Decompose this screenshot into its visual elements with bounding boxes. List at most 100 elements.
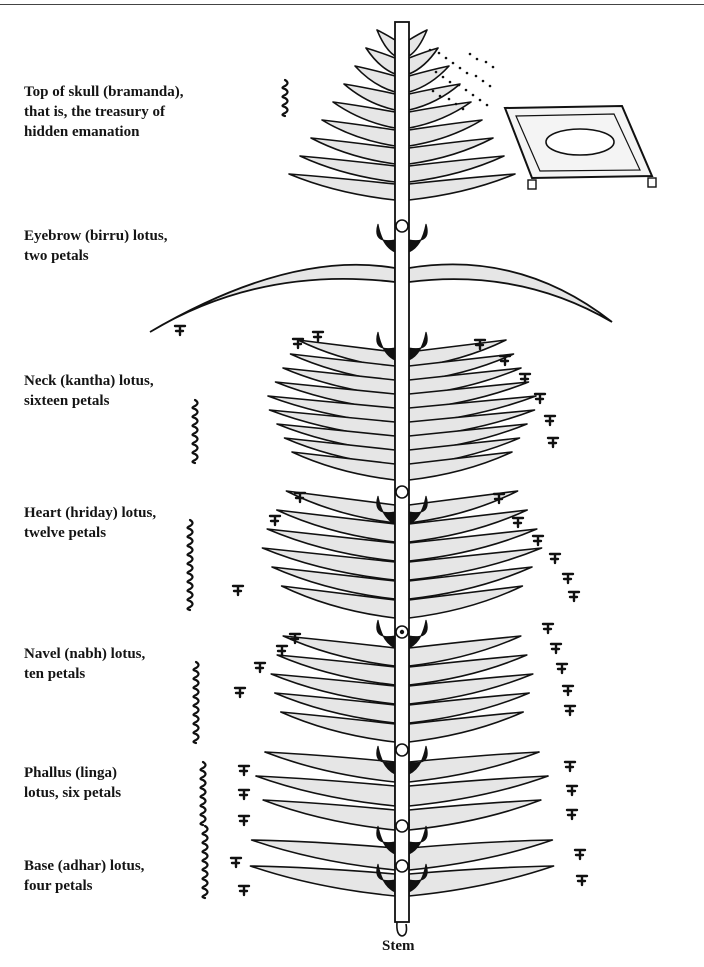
label-line: Phallus (linga) (24, 763, 121, 783)
stipple-dot (448, 98, 451, 101)
base-petal-left (250, 866, 395, 896)
syllable-mark (239, 816, 249, 825)
stipple-dot (429, 49, 432, 52)
label-base: Base (adhar) lotus, four petals (24, 856, 144, 896)
syllable-mark (543, 624, 553, 633)
syllable-mark (569, 592, 579, 601)
syllable-mark (565, 762, 575, 771)
stipple-dot (435, 71, 438, 74)
stem-node (396, 744, 408, 756)
base-petal-right (409, 840, 552, 870)
script-mark (194, 662, 199, 743)
stem-node (396, 860, 408, 872)
syllable-mark (533, 536, 543, 545)
stipple-dot (482, 80, 485, 83)
label-top-of-skull: Top of skull (bramanda), that is, the tr… (24, 82, 184, 142)
label-heart: Heart (hriday) lotus, twelve petals (24, 503, 156, 543)
stem-root (397, 922, 407, 936)
stipple-dot (458, 84, 461, 87)
stipple-dot (442, 76, 445, 79)
stipple-dot (472, 94, 475, 97)
stipple-dot (476, 58, 479, 61)
stipple-dot (462, 108, 465, 111)
syllable-mark (548, 438, 558, 447)
label-eyebrow: Eyebrow (birru) lotus, two petals (24, 226, 167, 266)
stipple-dot (479, 99, 482, 102)
stem-node (396, 486, 408, 498)
stipple-dot (445, 57, 448, 60)
syllable-mark (175, 326, 185, 335)
stipple-dot (466, 72, 469, 75)
syllable-mark (255, 663, 265, 672)
syllable-mark (551, 644, 561, 653)
label-line: hidden emanation (24, 122, 184, 142)
stipple-dot (449, 81, 452, 84)
stipple-dot (459, 67, 462, 70)
stipple-dot (485, 61, 488, 64)
syllable-mark (239, 886, 249, 895)
syllable-mark (563, 686, 573, 695)
stem (395, 22, 409, 922)
script-mark (201, 762, 206, 825)
base-petal-left (252, 840, 395, 870)
syllable-mark (557, 664, 567, 673)
syllable-mark (567, 786, 577, 795)
syllable-mark (235, 688, 245, 697)
label-line: two petals (24, 246, 167, 266)
base-petal-right (409, 866, 554, 896)
stipple-dot (492, 66, 495, 69)
label-line: lotus, six petals (24, 783, 121, 803)
syllable-mark (567, 810, 577, 819)
syllable-mark (535, 394, 545, 403)
label-line: ten petals (24, 664, 145, 684)
label-line: Heart (hriday) lotus, (24, 503, 156, 523)
label-line: Eyebrow (birru) lotus, (24, 226, 167, 246)
syllable-mark (575, 850, 585, 859)
syllable-mark (513, 518, 523, 527)
syllable-mark (233, 586, 243, 595)
stipple-dot (469, 53, 472, 56)
platform-oval (546, 129, 614, 155)
syllable-mark (545, 416, 555, 425)
syllable-mark (277, 646, 287, 655)
stipple-dot (452, 62, 455, 65)
eyebrow-petal-right (409, 264, 612, 322)
stipple-dot (486, 104, 489, 107)
platform-leg (648, 178, 656, 187)
stipple-dot (432, 90, 435, 93)
sepal-right (409, 224, 427, 252)
syllable-mark (550, 554, 560, 563)
syllable-mark (270, 516, 280, 525)
label-line: Navel (nabh) lotus, (24, 644, 145, 664)
syllable-mark (231, 858, 241, 867)
stipple-dot (439, 95, 442, 98)
sepal-right (409, 620, 427, 648)
syllable-mark (565, 706, 575, 715)
label-line: Base (adhar) lotus, (24, 856, 144, 876)
label-navel: Navel (nabh) lotus, ten petals (24, 644, 145, 684)
stipple-dot (455, 103, 458, 106)
syllable-mark (563, 574, 573, 583)
sepal-left (377, 224, 395, 252)
label-line: Neck (kantha) lotus, (24, 371, 154, 391)
label-phallus: Phallus (linga) lotus, six petals (24, 763, 121, 803)
stipple-dot (489, 85, 492, 88)
syllable-mark (313, 332, 323, 341)
stem-node (396, 220, 408, 232)
eyebrow-petal-left (150, 265, 395, 332)
label-line: four petals (24, 876, 144, 896)
platform-leg (528, 180, 536, 189)
label-line: Top of skull (bramanda), (24, 82, 184, 102)
script-mark (188, 520, 193, 610)
stipple-dot (465, 89, 468, 92)
script-mark (283, 80, 288, 116)
script-mark (193, 400, 198, 463)
stipple-dot (475, 75, 478, 78)
syllable-mark (239, 790, 249, 799)
label-neck: Neck (kantha) lotus, sixteen petals (24, 371, 154, 411)
stipple-dot (438, 52, 441, 55)
syllable-mark (577, 876, 587, 885)
label-line: twelve petals (24, 523, 156, 543)
